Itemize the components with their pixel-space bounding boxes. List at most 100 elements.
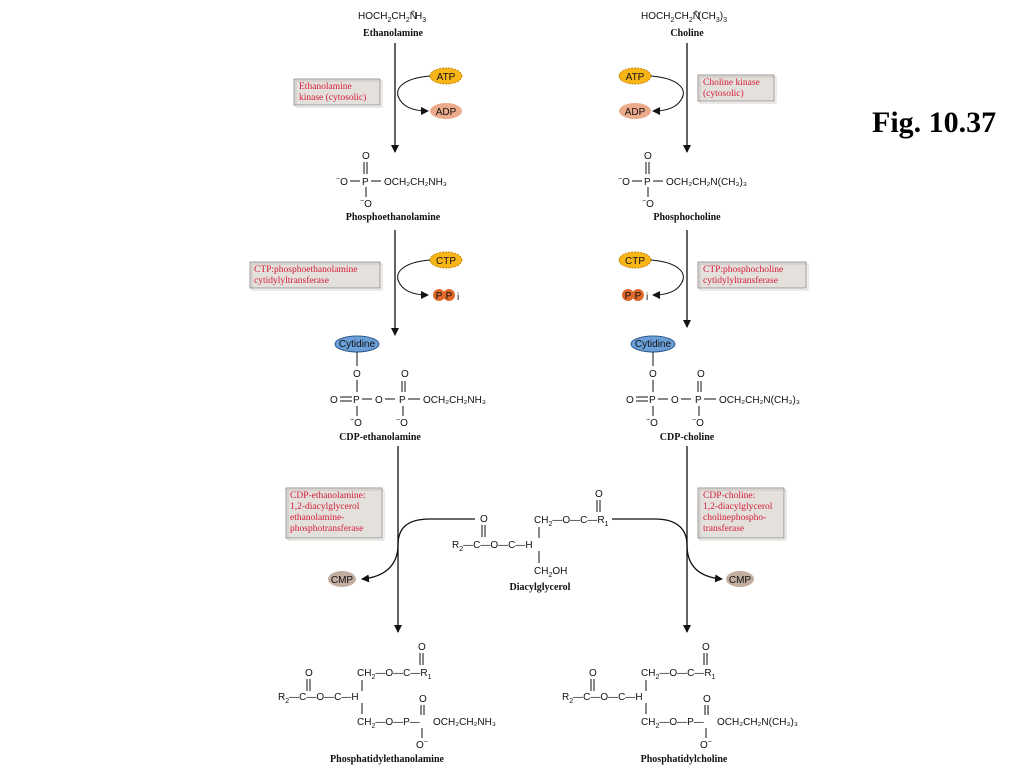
svg-text:O: O bbox=[362, 151, 370, 162]
left-ctp-curve bbox=[397, 259, 431, 299]
figure-label: Fig. 10.37 bbox=[872, 106, 996, 139]
svg-text:O: O bbox=[671, 395, 679, 406]
svg-text:OCH₂CH₂N(CH₃)₃: OCH₂CH₂N(CH₃)₃ bbox=[717, 717, 798, 728]
right-ctp-token: CTP bbox=[618, 251, 652, 269]
svg-text:O: O bbox=[702, 642, 710, 653]
svg-text:HOCH2CH2N+(CH3)3: HOCH2CH2N+(CH3)3 bbox=[641, 9, 727, 24]
svg-text:O: O bbox=[480, 514, 488, 525]
left-cmp-token: CMP bbox=[328, 571, 356, 587]
svg-text:O: O bbox=[330, 395, 338, 406]
left-enzyme-1: Ethanolamine kinase (cytosolic) bbox=[293, 78, 383, 108]
svg-text:O: O bbox=[649, 369, 657, 380]
svg-text:CMP: CMP bbox=[331, 575, 354, 586]
choline-structure: HOCH2CH2N+(CH3)3 bbox=[641, 9, 727, 24]
svg-text:CMP: CMP bbox=[729, 575, 752, 586]
svg-text:P: P bbox=[625, 291, 632, 302]
svg-text:−O: −O bbox=[360, 198, 372, 210]
cdp-ethanolamine-label: CDP-ethanolamine bbox=[339, 432, 421, 443]
svg-text:CH2—O—P—: CH2—O—P— bbox=[641, 717, 704, 730]
choline-label: Choline bbox=[670, 28, 704, 39]
diacylglycerol-structure: CH2—O—C—R1 O O R2—C—O—C—H CH2OH bbox=[452, 489, 609, 579]
right-dag-curve bbox=[612, 518, 723, 583]
svg-text:1,2-diacylglycerol: 1,2-diacylglycerol bbox=[703, 502, 773, 512]
svg-text:ATP: ATP bbox=[626, 72, 645, 83]
svg-text:P: P bbox=[353, 395, 360, 406]
svg-text:P: P bbox=[446, 291, 453, 302]
left-enzyme-2: CTP:phosphoethanolamine cytidylyltransfe… bbox=[249, 261, 383, 291]
svg-text:Cytidine: Cytidine bbox=[339, 339, 376, 350]
cdp-choline-structure: Cytidine O O P O P O −O −O OCH₂CH₂N(CH₃)… bbox=[626, 335, 800, 429]
left-ctp-token: CTP bbox=[429, 251, 463, 269]
svg-text:OCH₂CH₂N(CH₃)₃: OCH₂CH₂N(CH₃)₃ bbox=[719, 395, 800, 406]
left-atp-curve bbox=[397, 75, 431, 115]
svg-text:ADP: ADP bbox=[436, 107, 457, 118]
left-enzyme-3: CDP-ethanolamine: 1,2-diacylglycerol eth… bbox=[285, 487, 385, 541]
svg-text:OCH₂CH₂NH₃: OCH₂CH₂NH₃ bbox=[433, 717, 496, 728]
svg-text:kinase (cytosolic): kinase (cytosolic) bbox=[299, 92, 366, 103]
svg-text:P: P bbox=[436, 291, 443, 302]
svg-text:P: P bbox=[635, 291, 642, 302]
phosphoethanolamine-label: Phosphoethanolamine bbox=[346, 212, 441, 223]
svg-text:R2—C—O—C—H: R2—C—O—C—H bbox=[278, 692, 359, 705]
svg-text:CH2—O—C—R1: CH2—O—C—R1 bbox=[534, 515, 609, 528]
svg-text:Choline kinase: Choline kinase bbox=[703, 78, 760, 88]
svg-text:CDP-choline:: CDP-choline: bbox=[703, 491, 755, 501]
svg-text:O−: O− bbox=[416, 739, 428, 751]
svg-text:−O: −O bbox=[618, 176, 630, 188]
svg-text:ethanolamine-: ethanolamine- bbox=[290, 513, 344, 523]
svg-text:O: O bbox=[595, 489, 603, 500]
svg-text:O: O bbox=[644, 151, 652, 162]
right-atp-token: ATP bbox=[618, 67, 652, 85]
svg-text:transferase: transferase bbox=[703, 523, 744, 534]
phosphatidylethanolamine-label: Phosphatidylethanolamine bbox=[330, 754, 444, 765]
svg-text:P: P bbox=[644, 177, 651, 188]
svg-text:O: O bbox=[305, 668, 313, 679]
svg-text:O: O bbox=[589, 668, 597, 679]
svg-text:CTP: CTP bbox=[625, 256, 645, 267]
right-cmp-token: CMP bbox=[726, 571, 754, 587]
svg-text:−O: −O bbox=[396, 417, 408, 429]
svg-text:O: O bbox=[703, 694, 711, 705]
svg-text:O: O bbox=[401, 369, 409, 380]
svg-text:Cytidine: Cytidine bbox=[635, 339, 672, 350]
ethanolamine-structure: HOCH2CH2N+H3 bbox=[358, 9, 426, 24]
svg-text:OCH₂CH₂NH₃: OCH₂CH₂NH₃ bbox=[384, 177, 447, 188]
svg-text:O: O bbox=[626, 395, 634, 406]
svg-text:−O: −O bbox=[642, 198, 654, 210]
right-atp-curve bbox=[650, 75, 684, 115]
svg-text:R2—C—O—C—H: R2—C—O—C—H bbox=[452, 540, 533, 553]
svg-text:CTP: CTP bbox=[436, 256, 456, 267]
svg-text:P: P bbox=[649, 395, 656, 406]
svg-text:ADP: ADP bbox=[625, 107, 646, 118]
cdp-ethanolamine-structure: Cytidine O O P O P O −O −O OCH₂CH₂NH₃ bbox=[330, 335, 486, 429]
svg-text:O−: O− bbox=[700, 739, 712, 751]
phosphoethanolamine-structure: O −O P −O OCH₂CH₂NH₃ bbox=[336, 151, 447, 210]
svg-text:−O: −O bbox=[646, 417, 658, 429]
phosphatidylcholine-label: Phosphatidylcholine bbox=[641, 754, 728, 765]
svg-text:O: O bbox=[375, 395, 383, 406]
svg-text:1,2-diacylglycerol: 1,2-diacylglycerol bbox=[290, 502, 360, 512]
svg-text:i: i bbox=[646, 292, 648, 303]
svg-text:P: P bbox=[695, 395, 702, 406]
right-ppi-token: P P i bbox=[622, 289, 648, 303]
svg-text:CDP-ethanolamine:: CDP-ethanolamine: bbox=[290, 491, 365, 501]
svg-text:−O: −O bbox=[336, 176, 348, 188]
svg-text:cholinephospho-: cholinephospho- bbox=[703, 513, 766, 523]
svg-text:−O: −O bbox=[350, 417, 362, 429]
svg-text:P: P bbox=[362, 177, 369, 188]
svg-text:OCH₂CH₂NH₃: OCH₂CH₂NH₃ bbox=[423, 395, 486, 406]
right-ctp-curve bbox=[650, 259, 684, 299]
phosphocholine-structure: O −O P −O OCH₂CH₂N(CH₃)₃ bbox=[618, 151, 747, 210]
svg-text:CH2—O—C—R1: CH2—O—C—R1 bbox=[357, 668, 432, 681]
svg-text:CH2—O—P—: CH2—O—P— bbox=[357, 717, 420, 730]
svg-text:O: O bbox=[419, 694, 427, 705]
svg-text:OCH₂CH₂N(CH₃)₃: OCH₂CH₂N(CH₃)₃ bbox=[666, 177, 747, 188]
diacylglycerol-label: Diacylglycerol bbox=[510, 582, 571, 593]
left-adp-token: ADP bbox=[430, 103, 462, 119]
right-enzyme-1: Choline kinase (cytosolic) bbox=[697, 74, 777, 104]
svg-text:Ethanolamine: Ethanolamine bbox=[299, 82, 352, 92]
svg-text:phosphotransferase: phosphotransferase bbox=[290, 523, 363, 534]
ethanolamine-label: Ethanolamine bbox=[363, 28, 424, 39]
svg-text:O: O bbox=[418, 642, 426, 653]
